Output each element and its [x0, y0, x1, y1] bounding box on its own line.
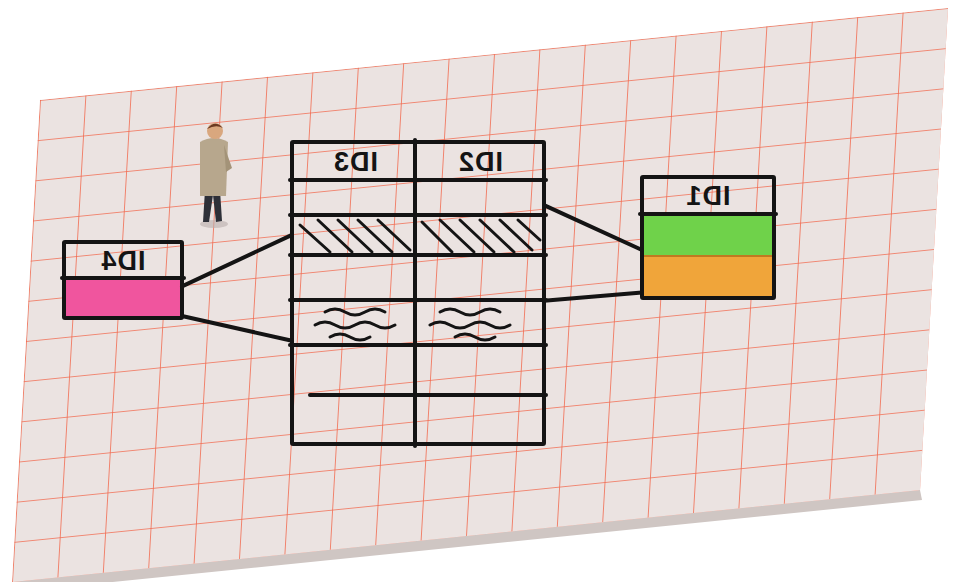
connector-line	[182, 235, 292, 287]
connector-line	[182, 316, 292, 341]
row-line	[640, 255, 776, 257]
hatching	[300, 220, 540, 252]
orange-fill	[644, 257, 772, 296]
green-fill	[644, 215, 772, 255]
header-text: ID1	[644, 179, 772, 214]
entity-box: ID1	[640, 175, 776, 300]
table-box: ID3ID2	[290, 140, 546, 446]
header-text: ID4	[66, 244, 180, 278]
connector-line	[544, 205, 642, 250]
row-line	[62, 276, 184, 280]
pink-fill	[66, 280, 180, 316]
header-text: ID3	[294, 144, 417, 180]
figurine	[200, 123, 232, 228]
grid-board	[12, 8, 948, 582]
header-text: ID2	[419, 144, 542, 180]
entity-box: ID4	[62, 240, 184, 320]
grid-lines	[12, 8, 948, 582]
wavy-lines	[315, 309, 510, 340]
table-rows	[290, 140, 546, 446]
connector-line	[544, 293, 642, 301]
board-surface	[12, 8, 948, 582]
row-line	[640, 212, 776, 216]
